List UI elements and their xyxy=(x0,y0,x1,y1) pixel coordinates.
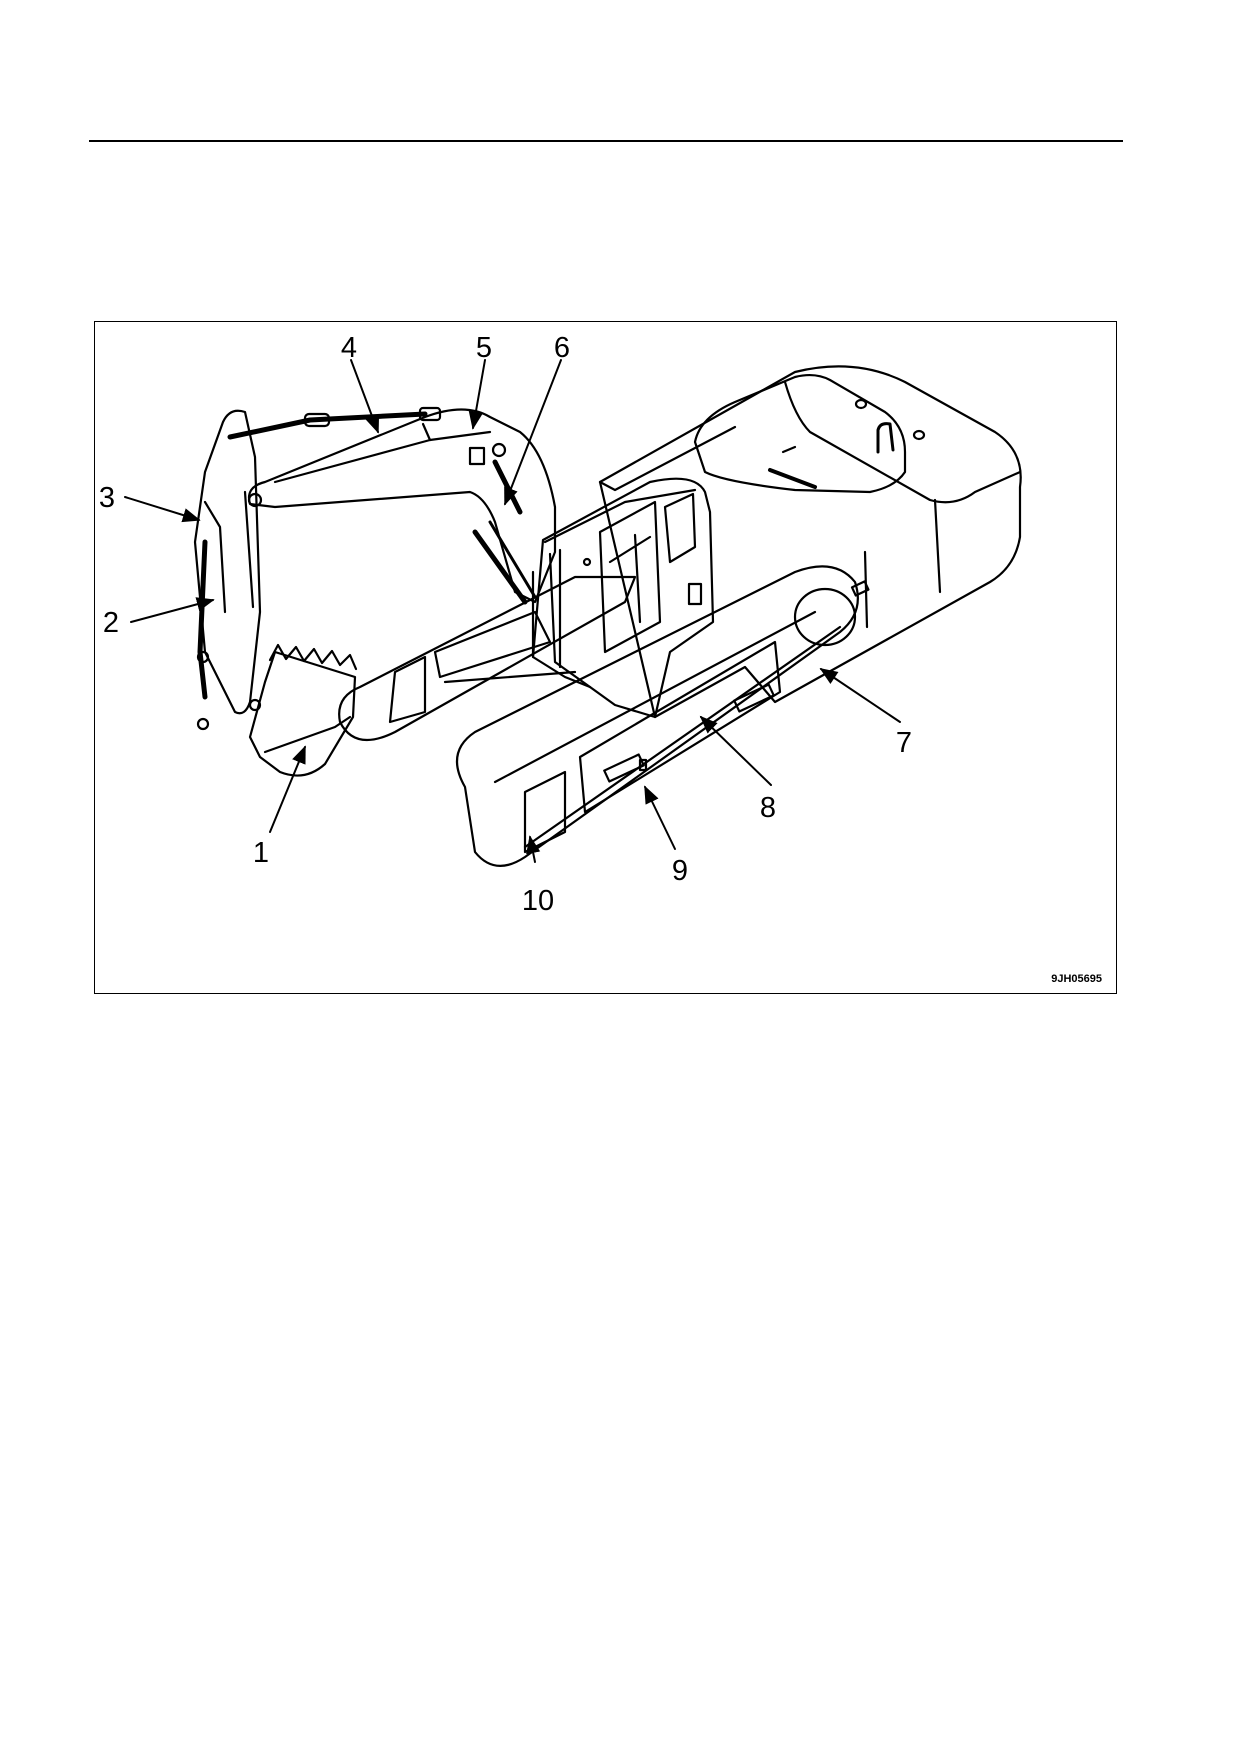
callout-label-5: 5 xyxy=(476,332,492,364)
operator-cab xyxy=(531,477,715,719)
arm xyxy=(193,406,442,731)
callout-label-1: 1 xyxy=(253,837,269,869)
callout-label-2: 2 xyxy=(103,607,119,639)
callout-label-9: 9 xyxy=(672,855,688,887)
callout-label-7: 7 xyxy=(896,727,912,759)
callout-label-4: 4 xyxy=(341,332,357,364)
undercarriage xyxy=(338,565,859,867)
callout-labels: 1 2 3 4 5 6 7 8 9 10 xyxy=(99,332,912,917)
upper-structure xyxy=(598,365,1022,719)
callout-label-6: 6 xyxy=(554,332,570,364)
callout-label-8: 8 xyxy=(760,792,776,824)
bucket xyxy=(248,643,358,777)
excavator-illustration: 1 2 3 4 5 6 7 8 9 10 xyxy=(99,332,1022,917)
callout-label-10: 10 xyxy=(522,885,554,917)
header-rule xyxy=(89,140,1123,142)
callout-label-3: 3 xyxy=(99,482,115,514)
figure-id: 9JH05695 xyxy=(1051,973,1102,985)
callout-leaders xyxy=(124,359,901,863)
figure-frame: 1 2 3 4 5 6 7 8 9 10 9JH05695 xyxy=(94,321,1117,994)
boom xyxy=(247,408,557,605)
